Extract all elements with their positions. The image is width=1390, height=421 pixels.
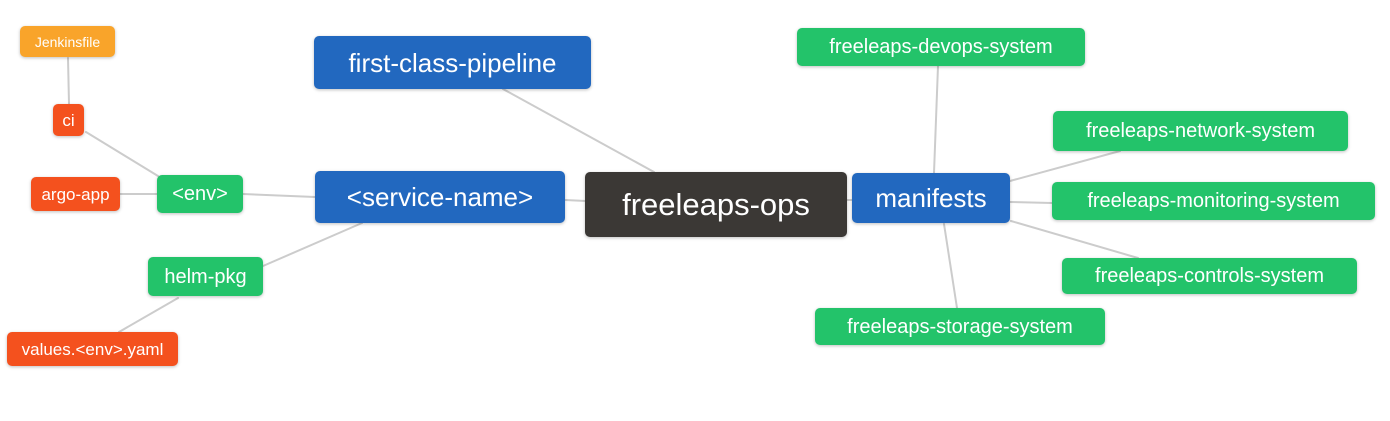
edge-helm-pkg-to-service-name: [262, 222, 363, 267]
edge-values-env-yaml-to-helm-pkg: [118, 297, 179, 333]
node-manifests[interactable]: manifests: [852, 173, 1010, 223]
node-jenkinsfile[interactable]: Jenkinsfile: [20, 26, 115, 57]
node-ci[interactable]: ci: [53, 104, 84, 136]
edge-service-name-to-freeleaps-ops: [564, 199, 587, 202]
edge-ci-to-env: [85, 131, 159, 177]
edge-manifests-to-freeleaps-devops-system: [933, 65, 939, 174]
node-freeleaps-monitoring-system[interactable]: freeleaps-monitoring-system: [1052, 182, 1375, 220]
node-first-class-pipeline[interactable]: first-class-pipeline: [314, 36, 591, 89]
edge-manifests-to-freeleaps-controls-system: [1010, 220, 1139, 259]
node-helm-pkg[interactable]: helm-pkg: [148, 257, 263, 296]
edge-manifests-to-freeleaps-network-system: [1009, 150, 1121, 182]
edge-env-to-service-name: [242, 193, 316, 198]
edge-manifests-to-freeleaps-monitoring-system: [1009, 201, 1053, 204]
node-values-env-yaml[interactable]: values.<env>.yaml: [7, 332, 178, 366]
edge-first-class-pipeline-to-freeleaps-ops: [502, 88, 655, 173]
node-freeleaps-storage-system[interactable]: freeleaps-storage-system: [815, 308, 1105, 345]
node-service-name[interactable]: <service-name>: [315, 171, 565, 223]
edge-manifests-to-freeleaps-storage-system: [943, 223, 958, 309]
node-freeleaps-network-system[interactable]: freeleaps-network-system: [1053, 111, 1348, 151]
node-freeleaps-controls-system[interactable]: freeleaps-controls-system: [1062, 258, 1357, 294]
node-env[interactable]: <env>: [157, 175, 243, 213]
node-freeleaps-ops[interactable]: freeleaps-ops: [585, 172, 847, 237]
edge-jenkinsfile-to-ci: [67, 57, 70, 105]
node-argo-app[interactable]: argo-app: [31, 177, 120, 211]
node-freeleaps-devops-system[interactable]: freeleaps-devops-system: [797, 28, 1085, 66]
